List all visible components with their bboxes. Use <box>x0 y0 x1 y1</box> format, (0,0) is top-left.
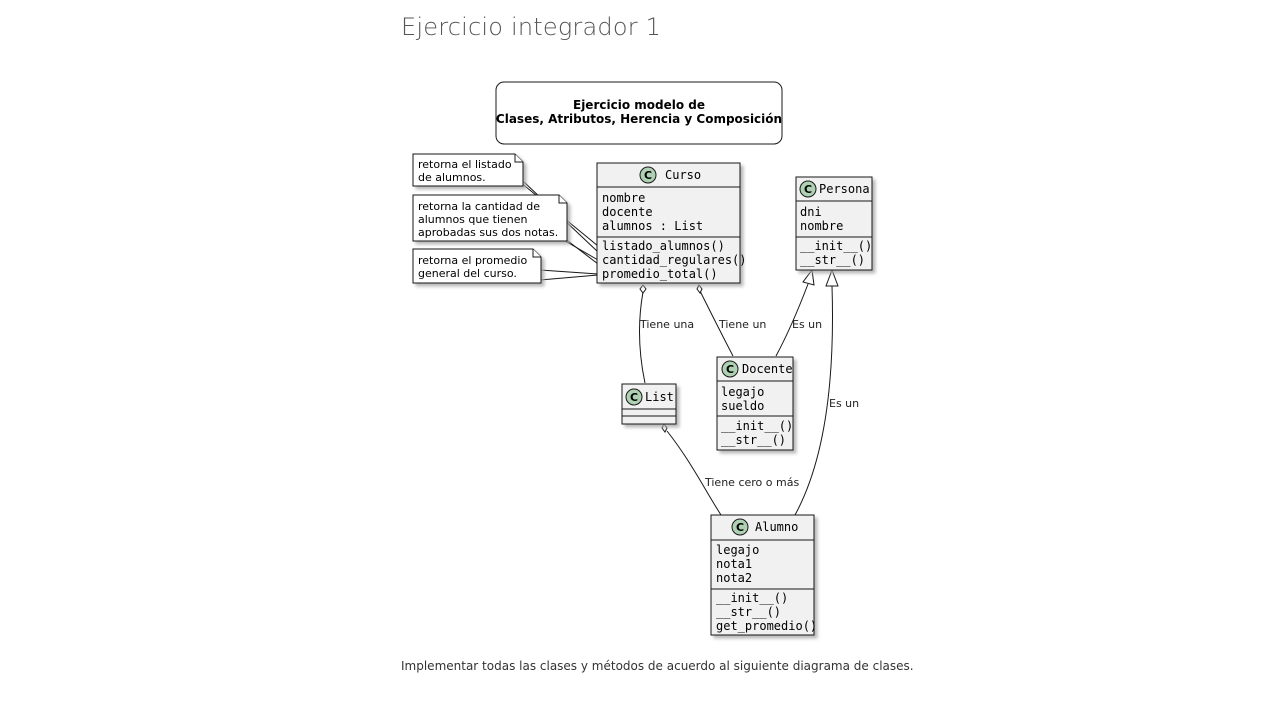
relations <box>519 181 839 516</box>
class-curso-method-3: promedio_total() <box>602 267 718 281</box>
note-cantidad: retorna la cantidad de alumnos que tiene… <box>412 194 568 242</box>
label-curso-list: Tiene una <box>639 318 694 331</box>
class-marker-letter: C <box>630 391 638 404</box>
note-promedio: retorna el promedio general del curso. <box>412 248 542 284</box>
relation-docente-persona <box>775 283 809 357</box>
note-promedio-line-1: retorna el promedio <box>418 254 527 267</box>
class-docente-method-2: __str__() <box>721 433 786 447</box>
note-connector-cantidad-2 <box>563 237 599 265</box>
class-persona-name: Persona <box>819 182 870 196</box>
class-persona-attr-1: dni <box>800 205 822 219</box>
inheritance-arrow-alumno <box>825 268 839 287</box>
class-marker-icon <box>721 360 739 378</box>
class-marker-letter: C <box>726 363 734 376</box>
note-cantidad-line-2: alumnos que tienen <box>418 213 528 226</box>
class-docente-name: Docente <box>742 362 793 376</box>
note-connector-promedio <box>539 269 599 275</box>
class-persona-method-1: __init__() <box>800 239 872 253</box>
class-alumno-name: Alumno <box>755 520 798 534</box>
class-alumno: C Alumno legajo nota1 nota2 __init__() _… <box>710 514 817 636</box>
relation-curso-list <box>639 291 646 384</box>
diagram-title-box: Ejercicio modelo de Clases, Atributos, H… <box>495 81 783 145</box>
class-marker-icon <box>731 518 749 536</box>
class-curso-attr-2: docente <box>602 205 653 219</box>
class-marker-letter: C <box>736 521 744 534</box>
note-listado: retorna el listado de alumnos. <box>412 153 524 187</box>
class-curso-attr-3: alumnos : List <box>602 219 703 233</box>
note-connector-promedio-2 <box>539 274 599 281</box>
aggregation-diamond-curso-list <box>639 284 647 294</box>
note-cantidad-line-1: retorna la cantidad de <box>418 200 540 213</box>
label-list-alumno: Tiene cero o más <box>704 476 799 489</box>
class-docente: C Docente legajo sueldo __init__() __str… <box>716 356 794 451</box>
note-promedio-line-2: general del curso. <box>418 267 517 280</box>
class-alumno-attr-2: nota1 <box>716 557 752 571</box>
inheritance-arrow-docente <box>802 268 815 286</box>
class-marker-icon <box>639 166 657 184</box>
class-alumno-method-3: get_promedio() <box>716 619 817 633</box>
label-curso-docente: Tiene un <box>718 318 766 331</box>
diagram-title-line-2: Clases, Atributos, Herencia y Composició… <box>496 112 782 126</box>
relation-labels: Tiene una Tiene un Es un Es un Tiene cer… <box>639 318 859 489</box>
page-title: Ejercicio integrador 1 <box>401 13 662 41</box>
class-marker-icon <box>625 388 643 406</box>
class-curso-name: Curso <box>665 168 701 182</box>
class-alumno-attr-3: nota2 <box>716 571 752 585</box>
class-list-name: List <box>645 390 674 404</box>
label-alumno-persona: Es un <box>829 397 859 410</box>
relation-curso-docente <box>699 290 734 357</box>
class-alumno-method-1: __init__() <box>716 591 788 605</box>
class-marker-letter: C <box>804 183 812 196</box>
class-persona-method-2: __str__() <box>800 253 865 267</box>
class-docente-attr-2: sueldo <box>721 399 764 413</box>
relation-alumno-persona <box>794 285 834 516</box>
class-curso-attr-1: nombre <box>602 191 645 205</box>
label-docente-persona: Es un <box>792 318 822 331</box>
class-marker-icon <box>799 180 817 198</box>
class-alumno-method-2: __str__() <box>716 605 781 619</box>
aggregation-diamond-curso-docente <box>696 284 703 294</box>
relation-list-alumno <box>666 430 722 516</box>
class-alumno-attr-1: legajo <box>716 543 759 557</box>
class-persona: C Persona dni nombre __init__() __str__(… <box>795 176 873 271</box>
class-list: C List <box>621 383 677 425</box>
class-curso: C Curso nombre docente alumnos : List li… <box>596 162 747 284</box>
class-docente-attr-1: legajo <box>721 385 764 399</box>
class-marker-letter: C <box>644 169 652 182</box>
class-persona-attr-2: nombre <box>800 219 843 233</box>
class-curso-method-2: cantidad_regulares() <box>602 253 747 267</box>
note-listado-line-2: de alumnos. <box>418 171 486 184</box>
note-listado-line-1: retorna el listado <box>418 158 512 171</box>
class-curso-method-1: listado_alumnos() <box>602 239 725 253</box>
note-cantidad-line-3: aprobadas sus dos notas. <box>418 226 558 239</box>
class-docente-method-1: __init__() <box>721 419 793 433</box>
aggregation-diamond-list-alumno <box>661 423 668 433</box>
diagram-title-line-1: Ejercicio modelo de <box>573 98 705 112</box>
page-caption: Implementar todas las clases y métodos d… <box>401 659 914 673</box>
